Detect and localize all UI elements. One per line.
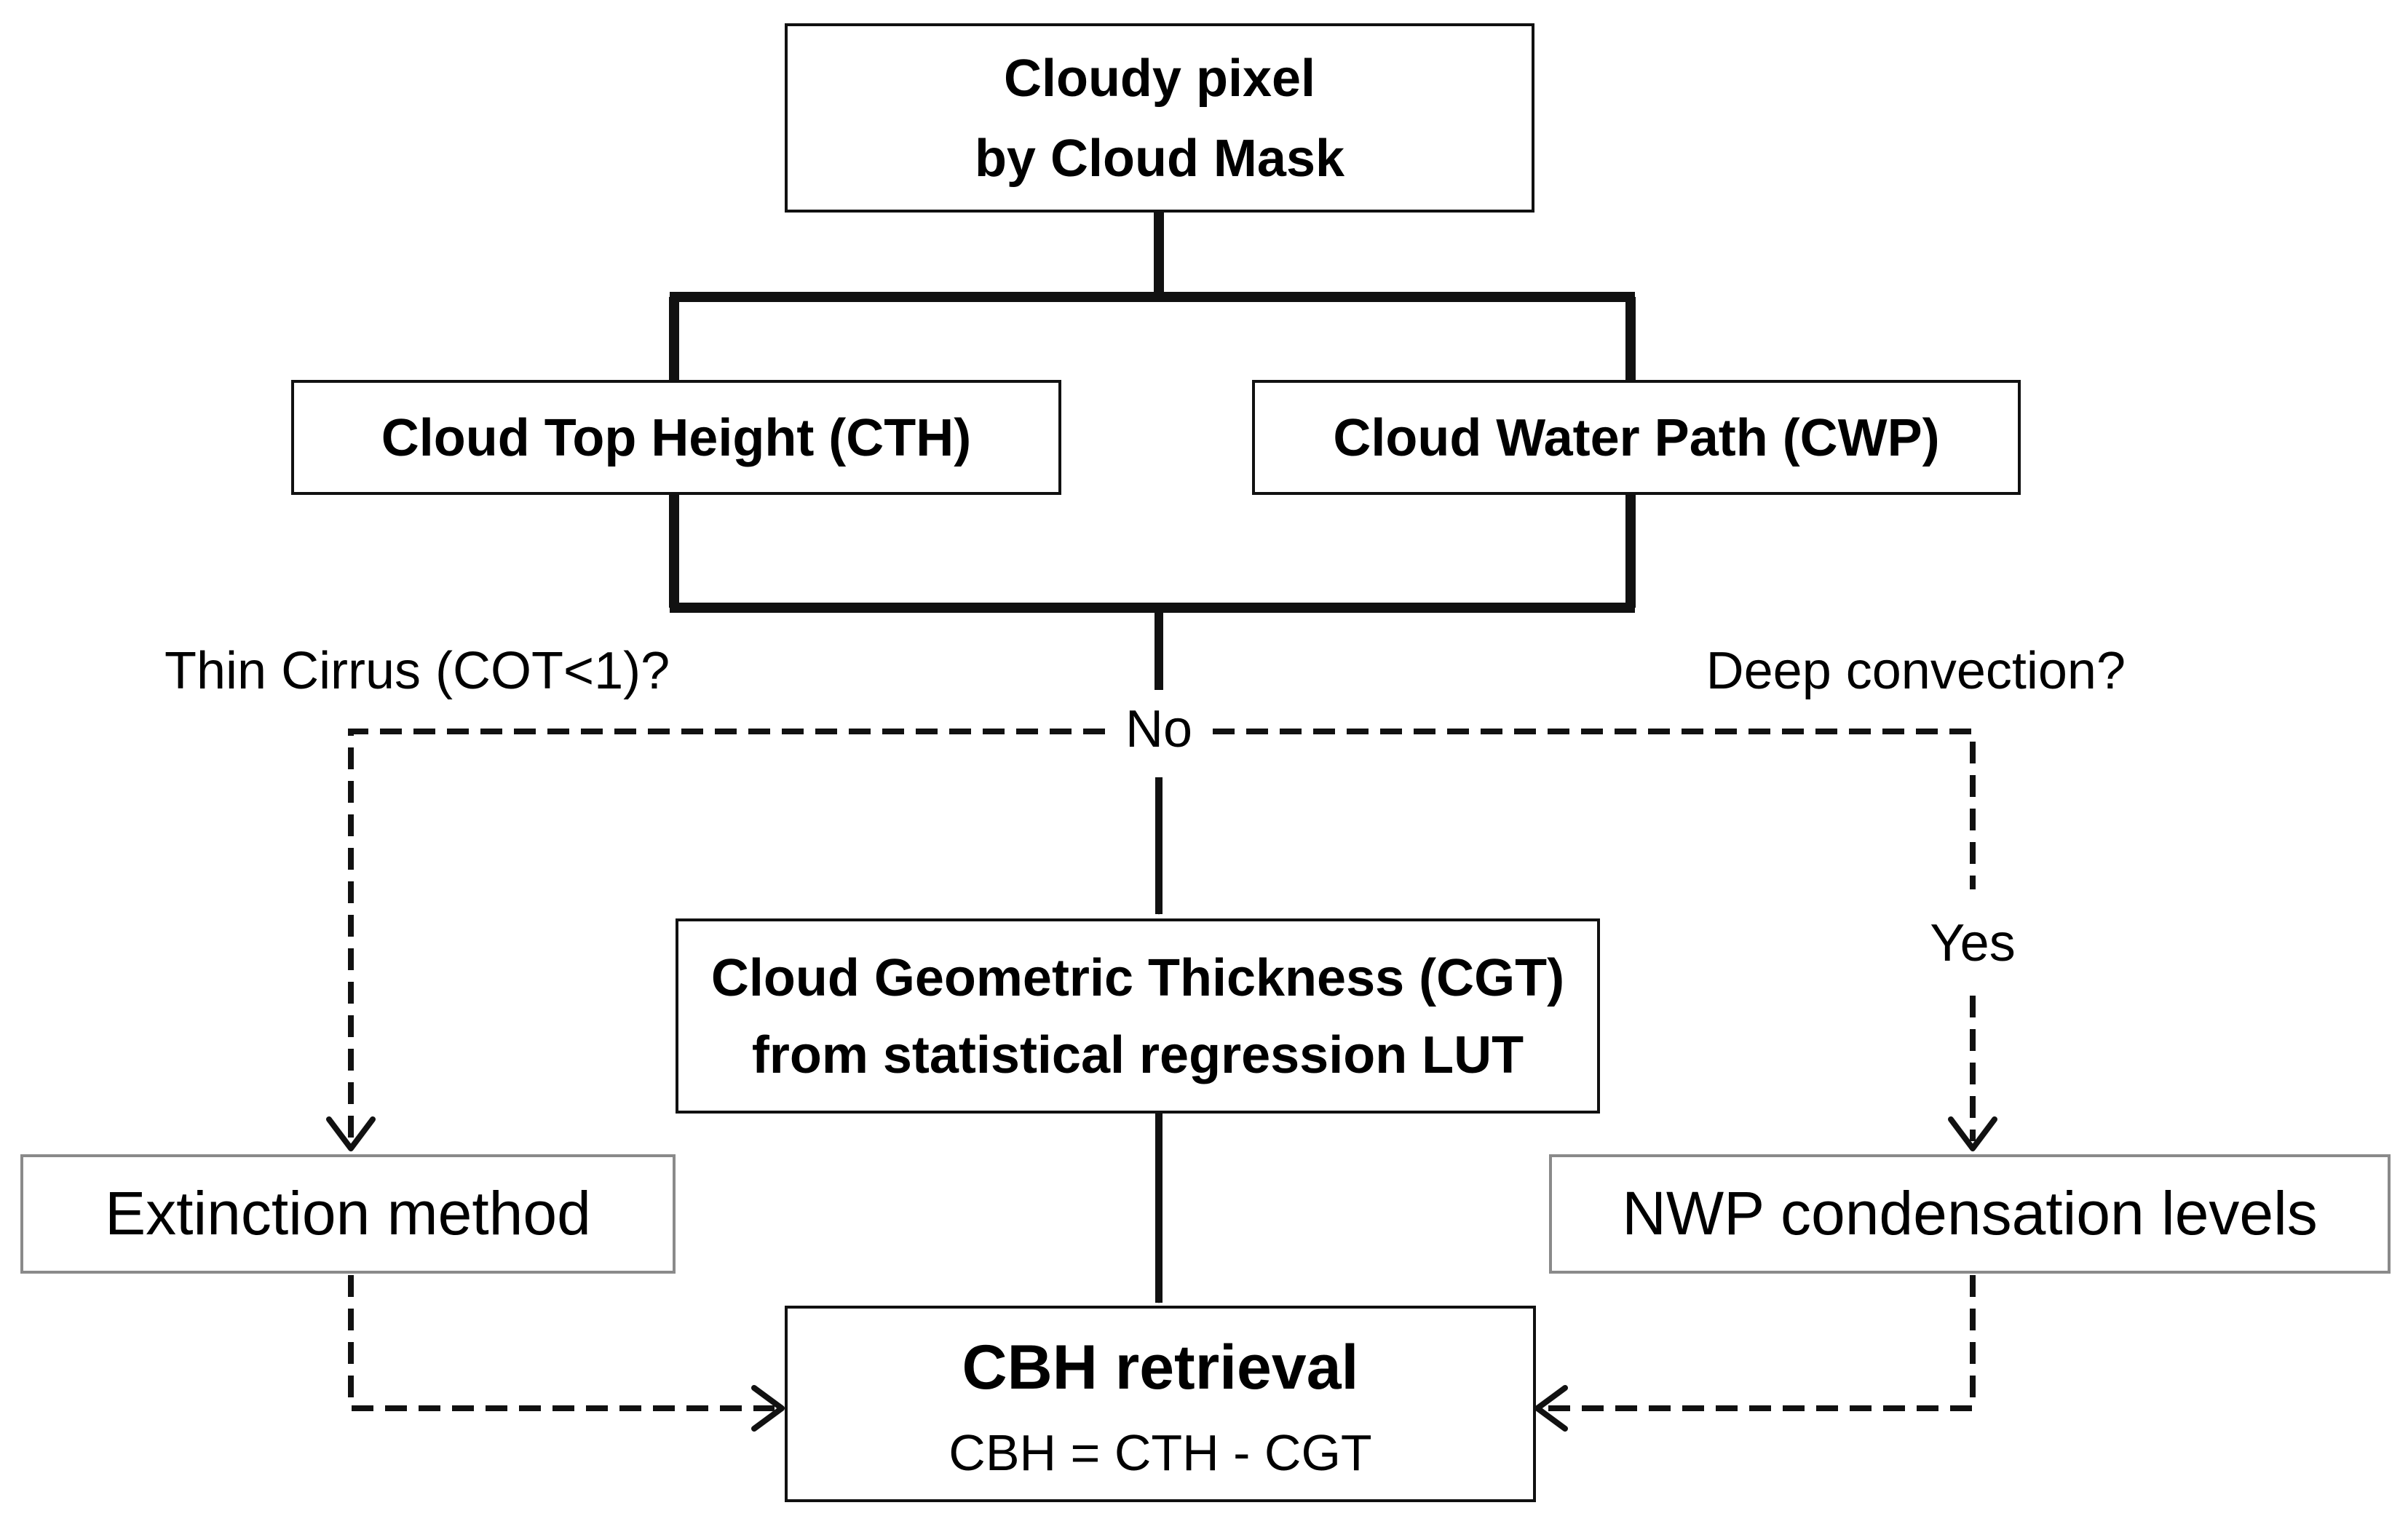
cwp-border	[1252, 380, 2021, 495]
connectors	[669, 211, 1636, 1303]
cwp-label: Cloud Water Path (CWP)	[1333, 409, 1939, 467]
cbh-formula: CBH = CTH - CGT	[948, 1424, 1371, 1481]
nwp-border	[1549, 1154, 2391, 1274]
nwp-box: NWP condensation levels	[1549, 1154, 2391, 1274]
extinction-label: Extinction method	[105, 1179, 591, 1247]
dashed-right-branch-upper	[1213, 729, 1976, 889]
dashed-connectors	[348, 729, 1976, 1411]
cloudy-pixel-border	[785, 23, 1534, 213]
deep-convection-question: Deep convection?	[1706, 642, 2126, 700]
cgt-line1: Cloud Geometric Thickness (CGT)	[711, 949, 1564, 1007]
cbh-border	[785, 1306, 1536, 1502]
arrowhead-cbh-right	[1534, 1385, 1568, 1432]
cth-label: Cloud Top Height (CTH)	[381, 409, 971, 467]
no-label: No	[1125, 700, 1192, 758]
dashed-nwp-to-cbh	[1545, 1275, 1976, 1411]
cbh-box: CBH retrieval CBH = CTH - CGT	[785, 1306, 1536, 1502]
cgt-box: Cloud Geometric Thickness (CGT) from sta…	[676, 918, 1600, 1114]
arrowhead-cbh-left	[751, 1385, 785, 1432]
cth-box: Cloud Top Height (CTH)	[291, 380, 1061, 495]
dashed-extinction-to-cbh	[348, 1275, 775, 1411]
cgt-border	[676, 918, 1600, 1114]
dashed-left-branch	[348, 729, 1105, 1141]
cgt-line2: from statistical regression LUT	[752, 1026, 1524, 1084]
cth-border	[291, 380, 1061, 495]
cloudy-pixel-line1: Cloudy pixel	[1004, 49, 1315, 108]
extinction-box: Extinction method	[20, 1154, 676, 1274]
cbh-title: CBH retrieval	[962, 1333, 1359, 1402]
yes-label: Yes	[1930, 914, 2015, 972]
cwp-box: Cloud Water Path (CWP)	[1252, 380, 2021, 495]
open-arrowheads	[326, 1116, 1997, 1432]
thin-cirrus-question: Thin Cirrus (COT<1)?	[165, 642, 670, 700]
cloudy-pixel-line2: by Cloud Mask	[975, 130, 1345, 188]
extinction-border	[20, 1154, 676, 1274]
arrowhead-nwp	[1948, 1116, 1997, 1151]
cloudy-pixel-box: Cloudy pixel by Cloud Mask	[785, 23, 1534, 213]
nwp-label: NWP condensation levels	[1622, 1179, 2318, 1247]
arrowhead-extinction	[326, 1116, 376, 1151]
